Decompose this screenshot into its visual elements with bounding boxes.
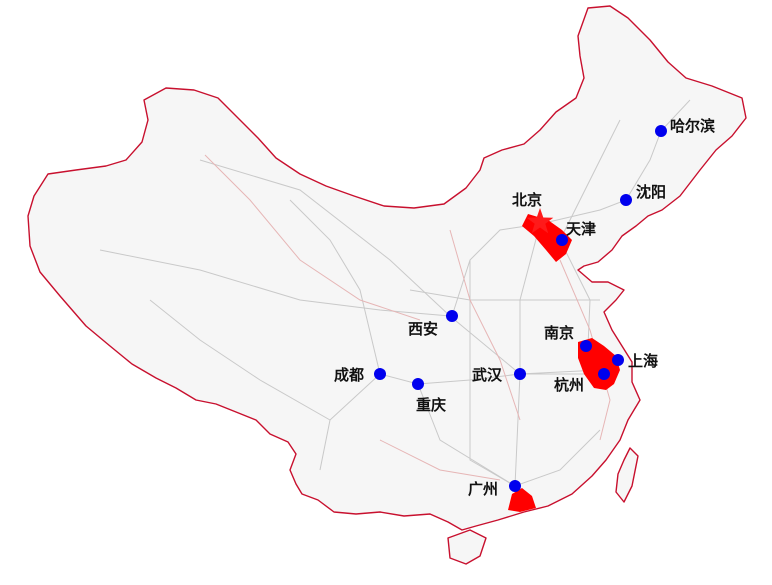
label-nanjing: 南京: [544, 324, 574, 342]
city-dot-tianjin[interactable]: [556, 234, 568, 246]
mainland-outline: [27, 5, 747, 531]
star-icon[interactable]: [526, 208, 554, 234]
city-dot-hangzhou[interactable]: [598, 368, 610, 380]
city-dot-chengdu[interactable]: [374, 368, 386, 380]
label-wuhan: 武汉: [472, 366, 503, 384]
region-pearl-delta: [508, 488, 536, 512]
label-beijing: 北京: [512, 191, 542, 209]
label-shanghai: 上海: [628, 352, 658, 370]
label-shenyang: 沈阳: [636, 183, 666, 201]
city-dot-xian[interactable]: [446, 310, 458, 322]
road-network: [99, 99, 691, 487]
label-chongqing: 重庆: [416, 396, 446, 414]
city-dot-wuhan[interactable]: [514, 368, 526, 380]
label-harbin: 哈尔滨: [670, 117, 715, 135]
city-markers: [374, 125, 667, 492]
label-tianjin: 天津: [566, 220, 596, 238]
taiwan-outline: [615, 447, 639, 503]
label-hangzhou: 杭州: [554, 376, 584, 394]
label-guangzhou: 广州: [468, 480, 498, 498]
city-dot-chongqing[interactable]: [412, 378, 424, 390]
label-xian: 西安: [408, 320, 438, 338]
city-dot-harbin[interactable]: [655, 125, 667, 137]
city-dot-guangzhou[interactable]: [509, 480, 521, 492]
city-dot-nanjing[interactable]: [580, 340, 592, 352]
label-chengdu: 成都: [334, 366, 364, 384]
hainan-outline: [447, 529, 487, 565]
city-dot-shanghai[interactable]: [612, 354, 624, 366]
city-dot-shenyang[interactable]: [620, 194, 632, 206]
city-labels: 北京 哈尔滨 沈阳 天津 西安 南京 上海 成都 重庆 武汉 杭州 广州: [334, 117, 715, 498]
